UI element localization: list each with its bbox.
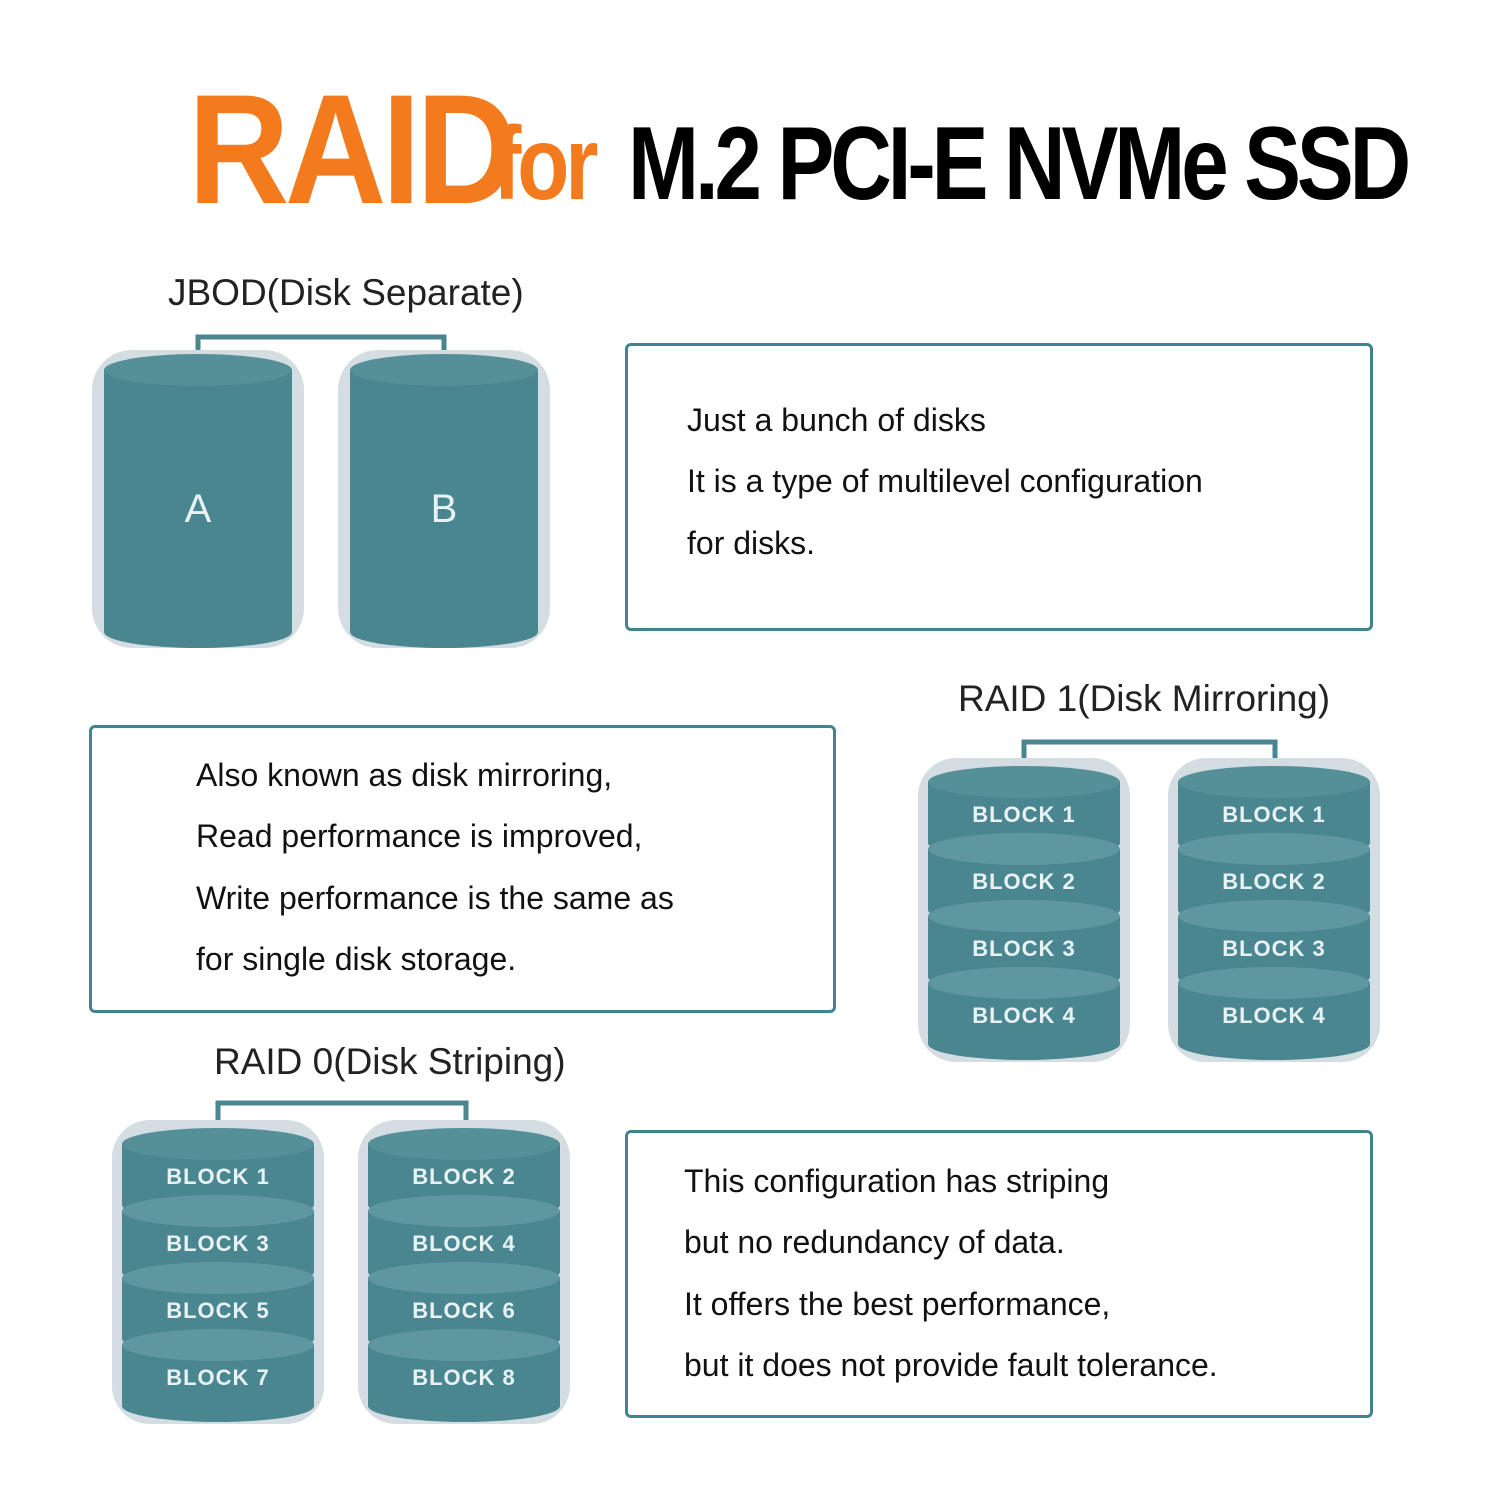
disk-block-segment: BLOCK 4 (1178, 967, 1370, 1060)
raid0-description-line: It offers the best performance, (684, 1286, 1111, 1322)
raid0-description-box: This configuration has striping but no r… (625, 1130, 1373, 1418)
disk-block-label: BLOCK 3 (1222, 936, 1326, 961)
page-title: RAID for M.2 PCI-E NVMe SSD (188, 72, 1428, 228)
title-for: for (493, 106, 598, 222)
disk-block-label: BLOCK 1 (166, 1164, 270, 1189)
raid0-connector (215, 1100, 469, 1132)
raid1-connector (1021, 739, 1278, 772)
jbod-description-line: It is a type of multilevel configuration (687, 463, 1203, 499)
jbod-disk-a: A (92, 350, 304, 648)
raid1-description-box: Also known as disk mirroring, Read perfo… (89, 725, 836, 1013)
jbod-description-line: for disks. (687, 525, 816, 561)
title-product: M.2 PCI-E NVMe SSD (628, 106, 1411, 222)
raid1-disk-left: BLOCK 1 BLOCK 2 BLOCK 3 BLOCK 4 (918, 758, 1130, 1062)
disk-block-label: BLOCK 5 (166, 1298, 270, 1323)
raid1-disk-right: BLOCK 1 BLOCK 2 BLOCK 3 BLOCK 4 (1168, 758, 1380, 1062)
disk-block-label: BLOCK 3 (972, 936, 1076, 961)
disk-block-label: BLOCK 4 (1222, 1003, 1326, 1028)
disk-block-label: BLOCK 2 (972, 869, 1076, 894)
raid0-disk-right: BLOCK 2 BLOCK 4 BLOCK 6 BLOCK 8 (358, 1120, 570, 1424)
raid0-description-line: but it does not provide fault tolerance. (684, 1347, 1218, 1383)
disk-block-label: BLOCK 1 (972, 802, 1076, 827)
raid0-description-line: This configuration has striping (684, 1163, 1110, 1199)
raid1-description-line: Also known as disk mirroring, (196, 757, 613, 793)
disk-block-segment: BLOCK 7 (122, 1329, 314, 1422)
disk-block-label: BLOCK 7 (166, 1365, 270, 1390)
jbod-disk-label: B (431, 487, 458, 531)
raid1-description-line: Read performance is improved, (196, 818, 643, 854)
disk-block-label: BLOCK 6 (412, 1298, 516, 1323)
raid0-heading: RAID 0(Disk Striping) (214, 1041, 566, 1082)
jbod-disk-label: A (185, 487, 212, 531)
jbod-description-line: Just a bunch of disks (687, 402, 986, 438)
disk-block-label: BLOCK 2 (412, 1164, 516, 1189)
jbod-disk-b: B (338, 350, 550, 648)
disk-block-label: BLOCK 1 (1222, 802, 1326, 827)
jbod-heading: JBOD(Disk Separate) (168, 272, 524, 313)
disk-block-segment: BLOCK 8 (368, 1329, 560, 1422)
raid0-disk-left: BLOCK 1 BLOCK 3 BLOCK 5 BLOCK 7 (112, 1120, 324, 1424)
raid1-description-line: Write performance is the same as (196, 880, 674, 916)
disk-block-label: BLOCK 3 (166, 1231, 270, 1256)
disk-block-label: BLOCK 2 (1222, 869, 1326, 894)
disk-block-label: BLOCK 8 (412, 1365, 516, 1390)
disk-block-label: BLOCK 4 (972, 1003, 1076, 1028)
raid1-description-line: for single disk storage. (196, 941, 517, 977)
disk-block-segment: BLOCK 3 (122, 1195, 314, 1288)
raid0-description-line: but no redundancy of data. (684, 1224, 1065, 1260)
disk-block-segment: BLOCK 4 (928, 967, 1120, 1060)
raid1-heading: RAID 1(Disk Mirroring) (958, 678, 1331, 719)
disk-block-label: BLOCK 4 (412, 1231, 516, 1256)
jbod-description-box: Just a bunch of disks It is a type of mu… (625, 343, 1373, 631)
title-raid: RAID (188, 63, 518, 237)
